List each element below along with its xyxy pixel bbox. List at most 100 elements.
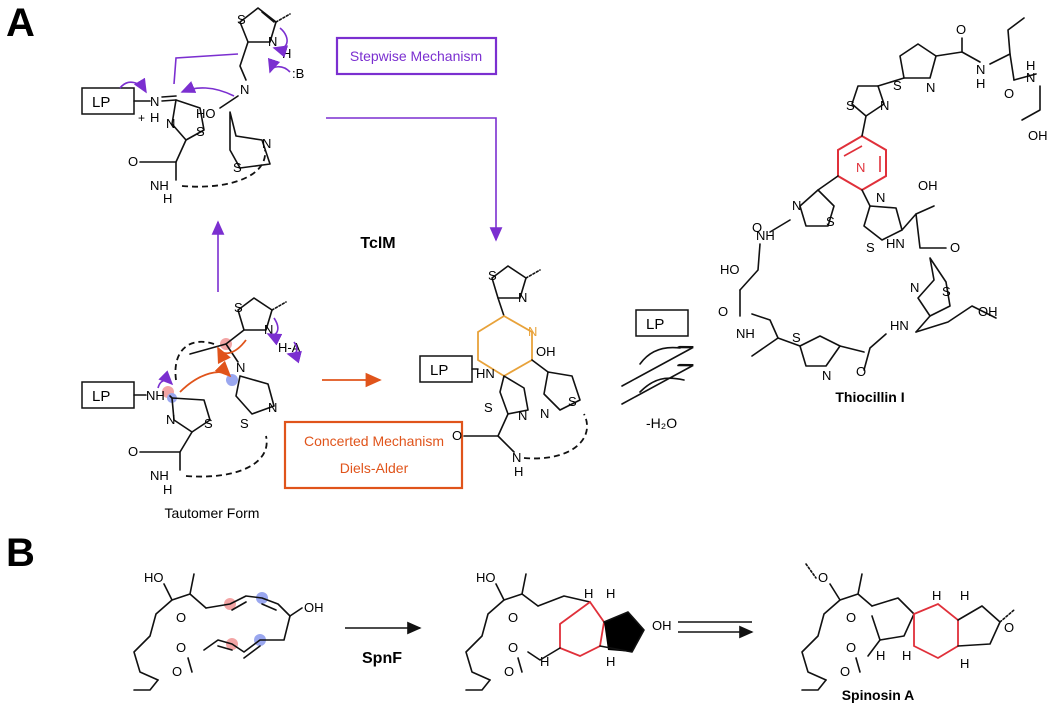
lp-box: LP — [646, 316, 664, 333]
atom-n: N — [150, 94, 159, 109]
plus-charge: + — [138, 111, 145, 125]
tautomer-form: S N H-A N N S LP NH N S O NH H — [81, 297, 302, 497]
atom-o: O — [840, 664, 850, 679]
atom-o: O — [176, 640, 186, 655]
atom-ho: HO — [476, 570, 496, 585]
atom-h: H — [540, 654, 549, 669]
atom-h: H — [960, 656, 969, 671]
atom-h: H — [876, 648, 885, 663]
tautomer-caption: Tautomer Form — [165, 505, 260, 521]
atom-n: N — [166, 116, 175, 131]
atom-oh: OH — [304, 600, 324, 615]
concerted-box — [283, 420, 464, 490]
atom-n: N — [792, 198, 801, 213]
stepwise-label: Stepwise Mechanism — [350, 48, 482, 64]
panel-b-label: B — [6, 531, 35, 575]
atom-oh: OH — [536, 344, 556, 359]
atom-s: S — [488, 268, 497, 283]
macrolactone-substrate: HO O OH O O — [133, 570, 324, 691]
atom-o: O — [950, 240, 960, 255]
atom-h: H — [584, 586, 593, 601]
atom-n: N — [528, 324, 537, 339]
atom-n: N — [262, 136, 271, 151]
atom-o: O — [176, 610, 186, 625]
atom-oh: OH — [978, 304, 998, 319]
atom-o: O — [856, 364, 866, 379]
atom-n: N — [876, 190, 885, 205]
stepwise-box — [335, 36, 498, 76]
base-label: :B — [292, 66, 304, 81]
lp-box: LP — [430, 362, 448, 379]
panel-a-label: A — [6, 1, 35, 45]
atom-nh: NH — [146, 388, 165, 403]
atom-h: H — [606, 654, 615, 669]
lp-box: LP — [92, 94, 110, 111]
atom-n: N — [976, 62, 985, 77]
atom-oh: OH — [1028, 128, 1048, 143]
atom-n: N — [236, 360, 245, 375]
reaction-arrow — [621, 366, 692, 405]
atom-n: N — [926, 80, 935, 95]
atom-n: N — [822, 368, 831, 383]
atom-hn: HN — [890, 318, 909, 333]
atom-h: H — [163, 482, 172, 497]
atom-o: O — [504, 664, 514, 679]
atom-n: N — [268, 34, 277, 49]
atom-o: O — [956, 22, 966, 37]
atom-h: H — [163, 191, 172, 206]
atom-n: N — [268, 400, 277, 415]
atom-s: S — [826, 214, 835, 229]
lp-box: LP — [92, 388, 110, 405]
stepwise-intermediate: S N H :B N HO N S LP N + H N S O NH H — [81, 7, 304, 206]
enzyme-tclm: TclM — [360, 235, 395, 252]
atom-s: S — [893, 78, 902, 93]
atom-s: S — [240, 416, 249, 431]
atom-h: H — [932, 588, 941, 603]
spnf-product: HO O OH H H H H O O — [465, 570, 672, 691]
atom-ho: HO — [144, 570, 164, 585]
atom-ho: HO — [720, 262, 740, 277]
atom-oh: OH — [918, 178, 938, 193]
atom-oh: OH — [652, 618, 672, 633]
atom-s: S — [237, 12, 246, 27]
atom-hn: HN — [886, 236, 905, 251]
spinosin-name: Spinosin A — [842, 687, 915, 703]
atom-nh: H — [976, 76, 985, 91]
atom-n: N — [518, 290, 527, 305]
atom-s: S — [204, 416, 213, 431]
atom-s: S — [234, 300, 243, 315]
atom-s: S — [484, 400, 493, 415]
atom-h: H — [902, 648, 911, 663]
cycloadduct: S N N OH S N LP HN S N O N H — [419, 265, 588, 479]
atom-n: N — [166, 412, 175, 427]
atom-s: S — [942, 284, 951, 299]
atom-nh: NH — [150, 178, 169, 193]
atom-h: H — [150, 110, 159, 125]
atom-o: O — [818, 570, 828, 585]
atom-s: S — [233, 160, 242, 175]
atom-nh: NH — [736, 326, 755, 341]
highlight-blue-atom — [226, 374, 238, 386]
thiocillin-name: Thiocillin I — [835, 389, 904, 405]
atom-o: O — [172, 664, 182, 679]
atom-h: H — [1026, 58, 1035, 73]
reaction-arrow — [621, 348, 692, 387]
atom-nh: NH — [150, 468, 169, 483]
concerted-label: Concerted Mechanism — [304, 433, 444, 449]
atom-o: O — [452, 428, 462, 443]
atom-n: N — [264, 322, 273, 337]
atom-o: O — [752, 220, 762, 235]
atom-s: S — [792, 330, 801, 345]
atom-n: N — [880, 98, 889, 113]
atom-o: O — [846, 610, 856, 625]
atom-o: O — [846, 640, 856, 655]
water-loss: -H₂O — [646, 415, 677, 431]
stepwise-arrow — [326, 117, 503, 242]
atom-n: N — [518, 408, 527, 423]
atom-o: O — [508, 640, 518, 655]
atom-hn: HN — [476, 366, 495, 381]
atom-s: S — [866, 240, 875, 255]
atom-s: S — [568, 394, 577, 409]
thiocillin-i: N S N S N O H N O H N OH N S N S OH H — [718, 17, 1048, 383]
